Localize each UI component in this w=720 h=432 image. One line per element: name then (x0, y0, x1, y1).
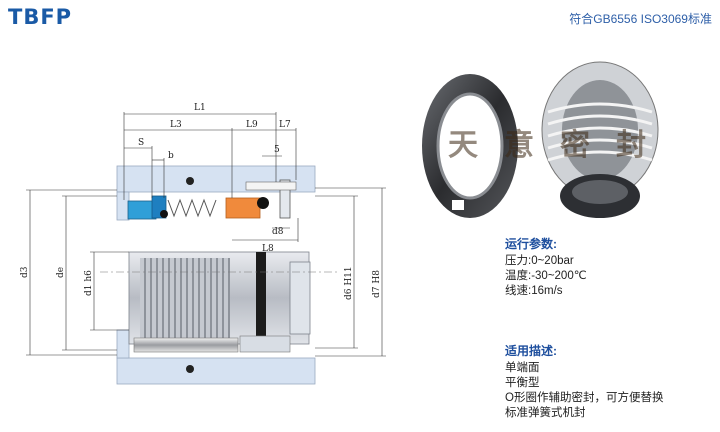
product-bellows-seal (541, 61, 659, 218)
dim-de: de (56, 267, 66, 278)
params-line: 温度:-30~200℃ (505, 270, 587, 282)
seal-oring-left (160, 210, 168, 218)
params-line: 线速:16m/s (505, 285, 563, 297)
lower-ring (239, 335, 291, 353)
seal-orange-ring (225, 197, 261, 219)
dim-L1: L1 (194, 103, 206, 113)
dim-d8: d8 (272, 227, 284, 237)
params-heading: 运行参数: (505, 237, 557, 251)
dim-d3: d3 (20, 266, 30, 278)
dim-d1-h6: d1 h6 (84, 270, 94, 296)
watermark-text: 天意密封 (448, 128, 672, 163)
applications-line: O形圈作辅助密封，可方便替换 (505, 392, 664, 404)
applications-line: 单端面 (505, 362, 540, 374)
shaft-oring-band (256, 252, 266, 344)
dim-d7-H8: d7 H8 (372, 270, 382, 298)
housing-lower (116, 357, 316, 385)
application-notes: 适用描述: 单端面 平衡型 O形圈作辅助密封，可方便替换 标准弹簧式机封 (505, 344, 663, 421)
seal-set-screw (279, 179, 291, 219)
bellows-upper (167, 198, 217, 218)
applications-line: 平衡型 (505, 377, 540, 389)
bellows-lower-strip (133, 337, 239, 353)
dim-L9: L9 (246, 120, 258, 130)
dim-L3: L3 (170, 120, 182, 130)
standard-note: 符合GB6556 ISO3069标准 (569, 12, 712, 26)
housing-oring-bottom (186, 365, 194, 373)
brand-logo: TBFP (8, 5, 73, 29)
seal-gland (245, 181, 297, 191)
housing-left-lower (116, 329, 130, 359)
dim-b: b (168, 151, 174, 161)
product-seat-ring (422, 74, 518, 218)
housing-oring-top (186, 177, 194, 185)
shaft-ribs (140, 258, 230, 338)
dim-L7: L7 (279, 120, 291, 130)
params-line: 压力:0~20bar (505, 255, 574, 267)
dim-S: S (138, 138, 144, 148)
shaft-end (289, 261, 311, 335)
operating-params: 运行参数: 压力:0~20bar 温度:-30~200℃ 线速:16m/s (505, 237, 587, 299)
dim-d6-H11: d6 H11 (344, 266, 354, 300)
applications-heading: 适用描述: (505, 344, 557, 358)
dim-5: 5 (274, 145, 280, 155)
housing-left-upper (116, 191, 130, 221)
dim-L8: L8 (262, 244, 274, 254)
applications-line: 标准弹簧式机封 (505, 407, 586, 419)
seal-oring-right (257, 197, 269, 209)
